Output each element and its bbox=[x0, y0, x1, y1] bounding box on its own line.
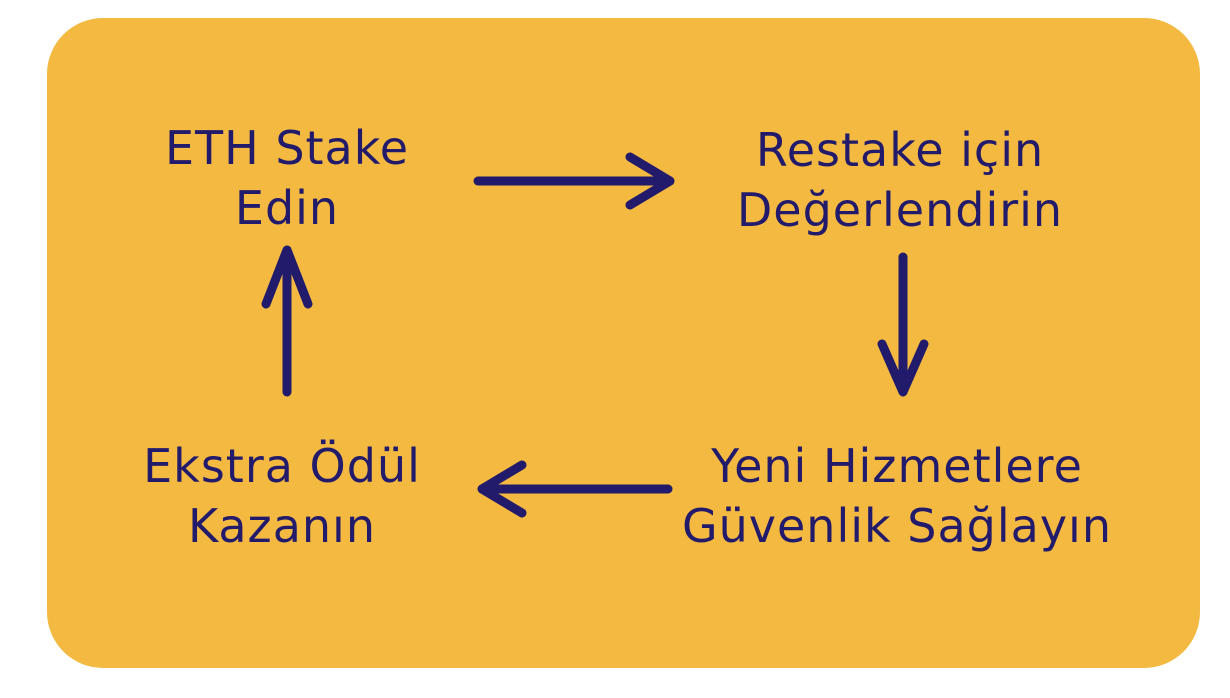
arrow-stake-to-restake bbox=[473, 152, 675, 210]
arrow-restake-to-security bbox=[877, 252, 929, 397]
node-restake: Restake için Değerlendirin bbox=[665, 120, 1135, 240]
node-earn-reward-line-1: Ekstra Ödül bbox=[143, 439, 421, 493]
node-earn-reward: Ekstra Ödül Kazanın bbox=[72, 436, 492, 556]
arrow-security-to-reward bbox=[477, 460, 673, 518]
node-stake-eth-line-2: Edin bbox=[234, 181, 340, 235]
arrow-reward-to-stake bbox=[261, 245, 313, 397]
node-stake-eth: ETH Stake Edin bbox=[77, 118, 497, 238]
diagram-card: ETH Stake Edin Restake için Değerlendiri… bbox=[47, 18, 1200, 668]
node-provide-security: Yeni Hizmetlere Güvenlik Sağlayın bbox=[632, 436, 1162, 556]
node-restake-line-2: Değerlendirin bbox=[736, 183, 1064, 237]
node-provide-security-line-2: Güvenlik Sağlayın bbox=[681, 499, 1112, 553]
node-provide-security-line-1: Yeni Hizmetlere bbox=[711, 439, 1083, 493]
node-restake-line-1: Restake için bbox=[755, 123, 1045, 177]
node-earn-reward-line-2: Kazanın bbox=[188, 499, 376, 553]
node-stake-eth-line-1: ETH Stake bbox=[164, 121, 410, 175]
